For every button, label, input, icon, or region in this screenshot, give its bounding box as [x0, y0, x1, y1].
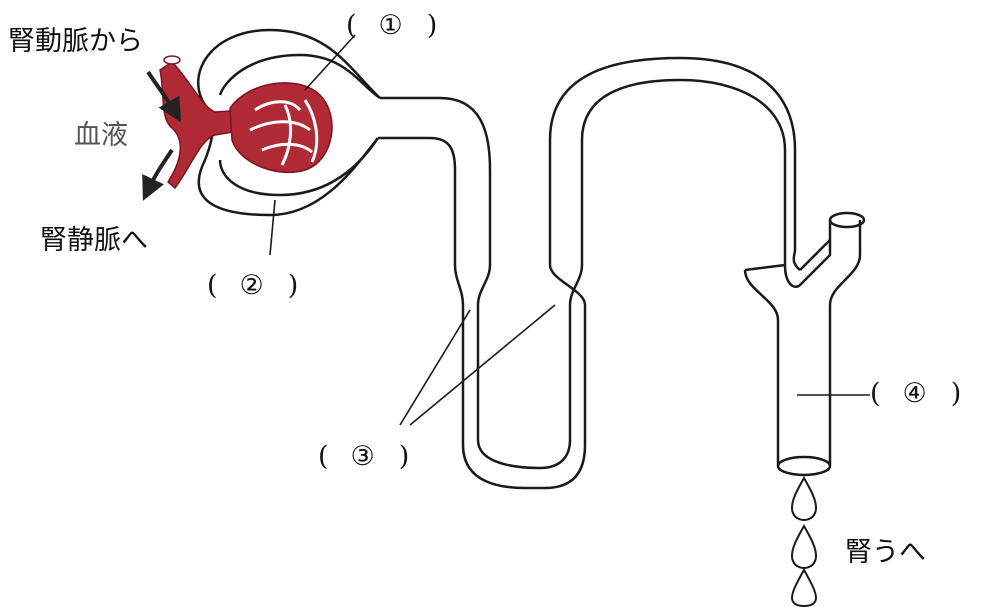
blank-1: ( ① )	[346, 12, 437, 39]
blank-4-number: ④	[903, 380, 927, 407]
outflow-arrow	[148, 150, 172, 190]
leader-3a	[400, 310, 470, 425]
renal-tubule	[378, 58, 864, 488]
blank-2-number: ②	[240, 272, 264, 299]
blank-4-close: )	[951, 380, 962, 407]
renal-artery-label: 腎動脈から	[8, 28, 143, 55]
blank-3-close: )	[399, 443, 410, 470]
blank-3: ( ③ )	[318, 443, 409, 470]
renal-vein-label: 腎静脈へ	[40, 227, 148, 254]
blank-1-number: ①	[379, 12, 403, 39]
glomerulus	[160, 56, 332, 188]
blank-2: ( ② )	[207, 272, 298, 299]
drop-2	[792, 526, 816, 568]
blank-2-close: )	[288, 272, 299, 299]
blank-3-open: (	[318, 443, 329, 470]
leader-2	[270, 200, 275, 255]
blank-1-close: )	[427, 12, 438, 39]
drop-1	[792, 478, 816, 520]
blank-2-open: (	[207, 272, 218, 299]
leader-3b	[410, 305, 555, 425]
ureter-label: 腎うへ	[845, 539, 926, 566]
drop-3	[792, 570, 816, 606]
urine-drops	[792, 478, 816, 606]
blank-1-open: (	[346, 12, 357, 39]
blood-label: 血液	[74, 122, 128, 149]
blank-3-number: ③	[351, 443, 375, 470]
blank-4: ( ④ )	[870, 380, 961, 407]
blank-4-open: (	[870, 380, 881, 407]
